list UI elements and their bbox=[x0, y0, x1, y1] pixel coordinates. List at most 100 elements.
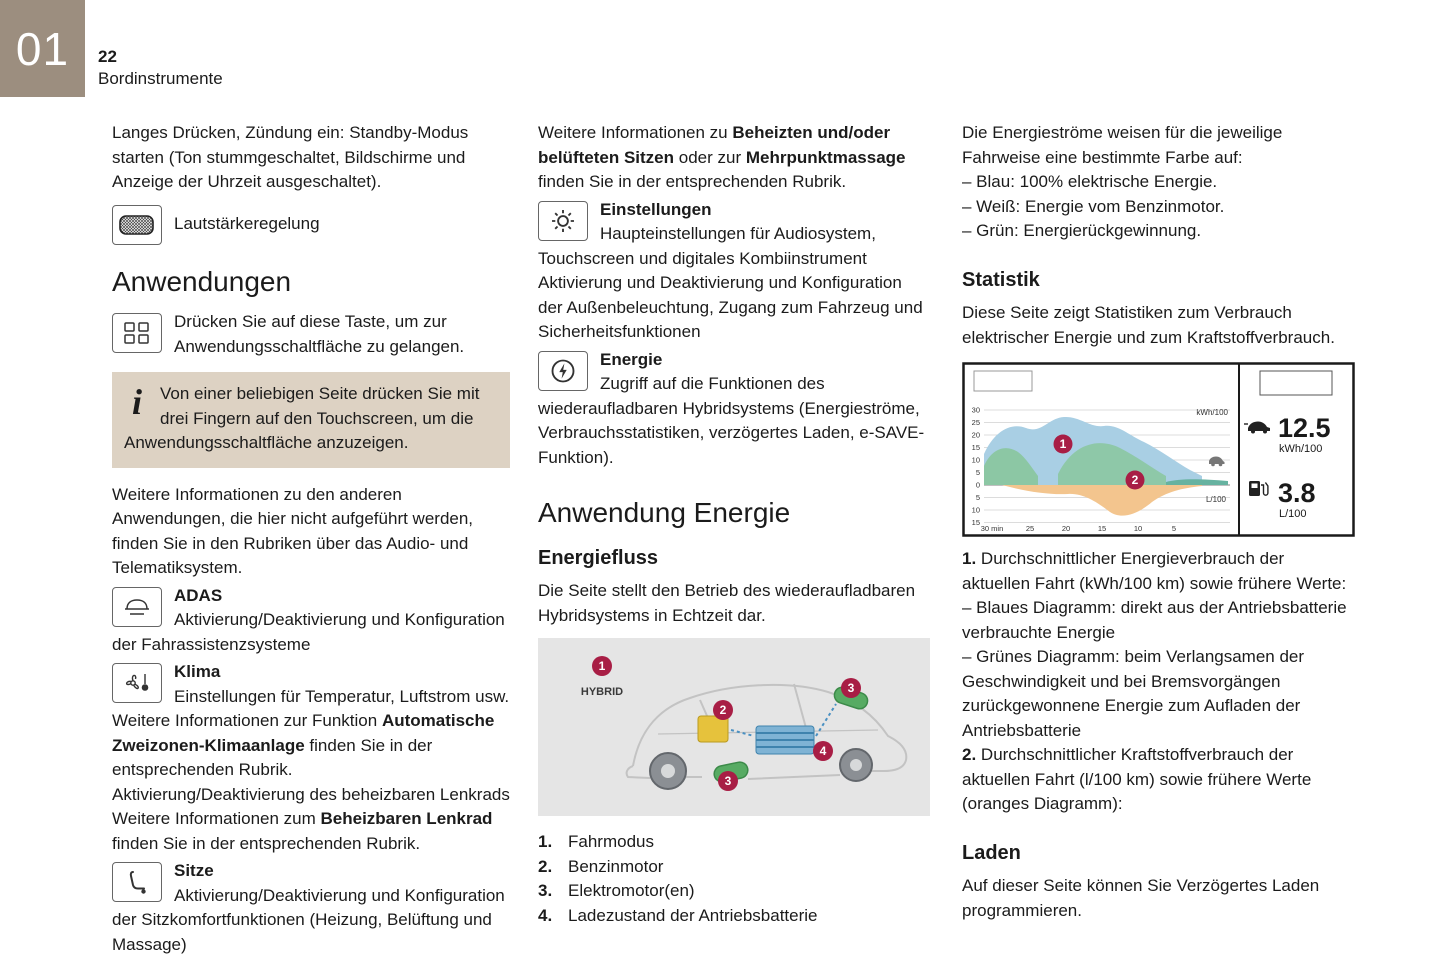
svg-text:10: 10 bbox=[972, 506, 980, 515]
settings-gear-icon bbox=[538, 200, 588, 241]
svg-text:25: 25 bbox=[1026, 524, 1034, 533]
list-text: Benzinmotor bbox=[568, 856, 664, 876]
column-2: Weitere Informationen zu Beheizten und/o… bbox=[538, 121, 930, 957]
seat-icon bbox=[112, 862, 162, 903]
apps-grid-icon bbox=[112, 313, 162, 354]
energy-flow-diagram: HYBRID 1 2 3 3 4 bbox=[538, 638, 930, 817]
paragraph: 2. Durchschnittlicher Kraftstoffverbrauc… bbox=[962, 745, 1312, 813]
subheading-laden: Laden bbox=[962, 841, 1021, 864]
fuel-value-unit: L/100 bbox=[1279, 508, 1307, 520]
list-number: 3. bbox=[538, 881, 553, 901]
adas-car-icon bbox=[112, 586, 162, 627]
klima-feature: Klima Einstellungen für Temperatur, Luft… bbox=[112, 660, 510, 783]
list-number: 4. bbox=[538, 905, 553, 925]
fuel-value: 3.8 bbox=[1278, 478, 1316, 508]
svg-text:30: 30 bbox=[972, 406, 980, 415]
chapter-title: Bordinstrumente bbox=[98, 69, 223, 89]
volume-label: Lautstärkeregelung bbox=[174, 214, 320, 234]
list-text: Ladezustand der Antriebsbatterie bbox=[568, 905, 818, 925]
apps-text: Drücken Sie auf diese Taste, um zur Anwe… bbox=[174, 312, 465, 356]
svg-text:20: 20 bbox=[1062, 524, 1070, 533]
list-item: 4. Ladezustand der Antriebsbatterie bbox=[538, 904, 930, 929]
diagram-badge-2: 2 bbox=[720, 703, 727, 717]
chapter-number: 01 bbox=[15, 22, 70, 75]
svg-text:15: 15 bbox=[1098, 524, 1106, 533]
svg-text:20: 20 bbox=[972, 431, 980, 440]
energy-value: 12.5 bbox=[1278, 413, 1331, 443]
paragraph: Diese Seite zeigt Statistiken zum Verbra… bbox=[962, 303, 1335, 347]
legend-list: 1. Fahrmodus 2. Benzinmotor 3. Elektromo… bbox=[538, 830, 930, 928]
bullet-item: – Weiß: Energie vom Benzinmotor. bbox=[962, 196, 1225, 216]
volume-row: Lautstärkeregelung bbox=[112, 204, 510, 245]
subheading-energiefluss: Energiefluss bbox=[538, 546, 659, 569]
adas-desc: Aktivierung/Deaktivierung und Konfigurat… bbox=[112, 610, 505, 654]
settings-title: Einstellungen bbox=[600, 199, 712, 219]
paragraph: Langes Drücken, Zündung ein: Standby-Mod… bbox=[112, 123, 469, 191]
settings-text: Einstellungen Haupteinstellungen für Aud… bbox=[538, 198, 930, 345]
battery-icon bbox=[755, 725, 815, 755]
svg-text:5: 5 bbox=[976, 493, 980, 502]
energy-value-unit: kWh/100 bbox=[1279, 443, 1322, 455]
paragraph: 1. Durchschnittlicher Energieverbrauch d… bbox=[962, 549, 1347, 593]
settings-desc: Haupteinstellungen für Audiosystem, Touc… bbox=[538, 224, 923, 341]
list-item: 2. Benzinmotor bbox=[538, 855, 930, 880]
energy-bolt-icon bbox=[538, 350, 588, 391]
column-1: Langes Drücken, Zündung ein: Standby-Mod… bbox=[112, 121, 510, 957]
diagram-badge-3b: 3 bbox=[725, 774, 732, 788]
paragraph: Weitere Informationen zu Beheizten und/o… bbox=[538, 123, 906, 191]
diagram-badge-4: 4 bbox=[820, 744, 827, 758]
adas-text: ADAS Aktivierung/Deaktivierung und Konfi… bbox=[112, 584, 510, 658]
paragraph: Die Seite stellt den Betrieb des wiedera… bbox=[538, 581, 916, 625]
wheel-icon bbox=[649, 748, 873, 791]
sitze-desc: Aktivierung/Deaktivierung und Konfigurat… bbox=[112, 885, 505, 954]
list-item: 3. Elektromotor(en) bbox=[538, 879, 930, 904]
diagram-badge-1: 1 bbox=[599, 659, 606, 673]
klima-desc: Einstellungen für Temperatur, Luftstrom … bbox=[112, 686, 510, 780]
statistics-screen: 30 25 20 15 10 5 0 5 10 15 30 min 2 bbox=[962, 362, 1355, 537]
svg-text:10: 10 bbox=[972, 456, 980, 465]
paragraph: Auf dieser Seite können Sie Verzögertes … bbox=[962, 876, 1320, 920]
chapter-number-box: 01 bbox=[0, 0, 85, 97]
tab-placeholder bbox=[1259, 370, 1333, 396]
list-number: 2. bbox=[538, 856, 553, 876]
info-icon: i bbox=[132, 382, 143, 423]
climate-icon bbox=[112, 663, 162, 704]
page-number: 22 bbox=[98, 47, 117, 66]
ev-consumption-icon bbox=[1244, 421, 1270, 434]
bullet-item: – Grün: Energierückgewinnung. bbox=[962, 221, 1202, 240]
energy-desc: Zugriff auf die Funktionen des wiederauf… bbox=[538, 374, 925, 467]
chart-badge-2: 2 bbox=[1132, 473, 1139, 487]
list-item: 1. Fahrmodus bbox=[538, 830, 930, 855]
diagram-badge-3a: 3 bbox=[848, 681, 855, 695]
svg-text:25: 25 bbox=[972, 418, 980, 427]
svg-text:0: 0 bbox=[976, 481, 980, 490]
adas-feature: ADAS Aktivierung/Deaktivierung und Konfi… bbox=[112, 584, 510, 658]
fuel-pump-icon bbox=[1249, 481, 1269, 496]
volume-grille-icon bbox=[112, 204, 162, 245]
adas-title: ADAS bbox=[174, 585, 223, 605]
section-heading-anwendung-energie: Anwendung Energie bbox=[538, 497, 791, 528]
hybrid-label: HYBRID bbox=[581, 686, 623, 698]
sitze-feature: Sitze Aktivierung/Deaktivierung und Konf… bbox=[112, 859, 510, 957]
svg-text:5: 5 bbox=[976, 468, 980, 477]
unit-bottom-label: L/100 bbox=[1206, 495, 1227, 504]
list-text: Elektromotor(en) bbox=[568, 881, 695, 901]
bullet-item: – Blau: 100% elektrische Energie. bbox=[962, 172, 1218, 191]
sitze-title: Sitze bbox=[174, 861, 214, 881]
list-number: 1. bbox=[538, 832, 553, 852]
column-3: Die Energieströme weisen für die jeweili… bbox=[962, 121, 1355, 957]
info-box: i Von einer beliebigen Seite drücken Sie… bbox=[112, 372, 510, 468]
paragraph: Aktivierung/Deaktivierung des beheizbare… bbox=[112, 784, 510, 853]
svg-text:5: 5 bbox=[1172, 524, 1176, 533]
list-text: Fahrmodus bbox=[568, 832, 654, 852]
svg-text:15: 15 bbox=[972, 518, 980, 527]
energy-feature: Energie Zugriff auf die Funktionen des w… bbox=[538, 348, 930, 471]
paragraph: Die Energieströme weisen für die jeweili… bbox=[962, 123, 1283, 167]
car-icon bbox=[1209, 456, 1225, 467]
section-heading-anwendungen: Anwendungen bbox=[112, 265, 292, 297]
sitze-text: Sitze Aktivierung/Deaktivierung und Konf… bbox=[112, 859, 510, 957]
bullet-item: – Blaues Diagramm: direkt aus der Antrie… bbox=[962, 598, 1347, 642]
unit-top-label: kWh/100 bbox=[1196, 408, 1228, 417]
energy-title: Energie bbox=[600, 349, 663, 369]
settings-feature: Einstellungen Haupteinstellungen für Aud… bbox=[538, 198, 930, 345]
